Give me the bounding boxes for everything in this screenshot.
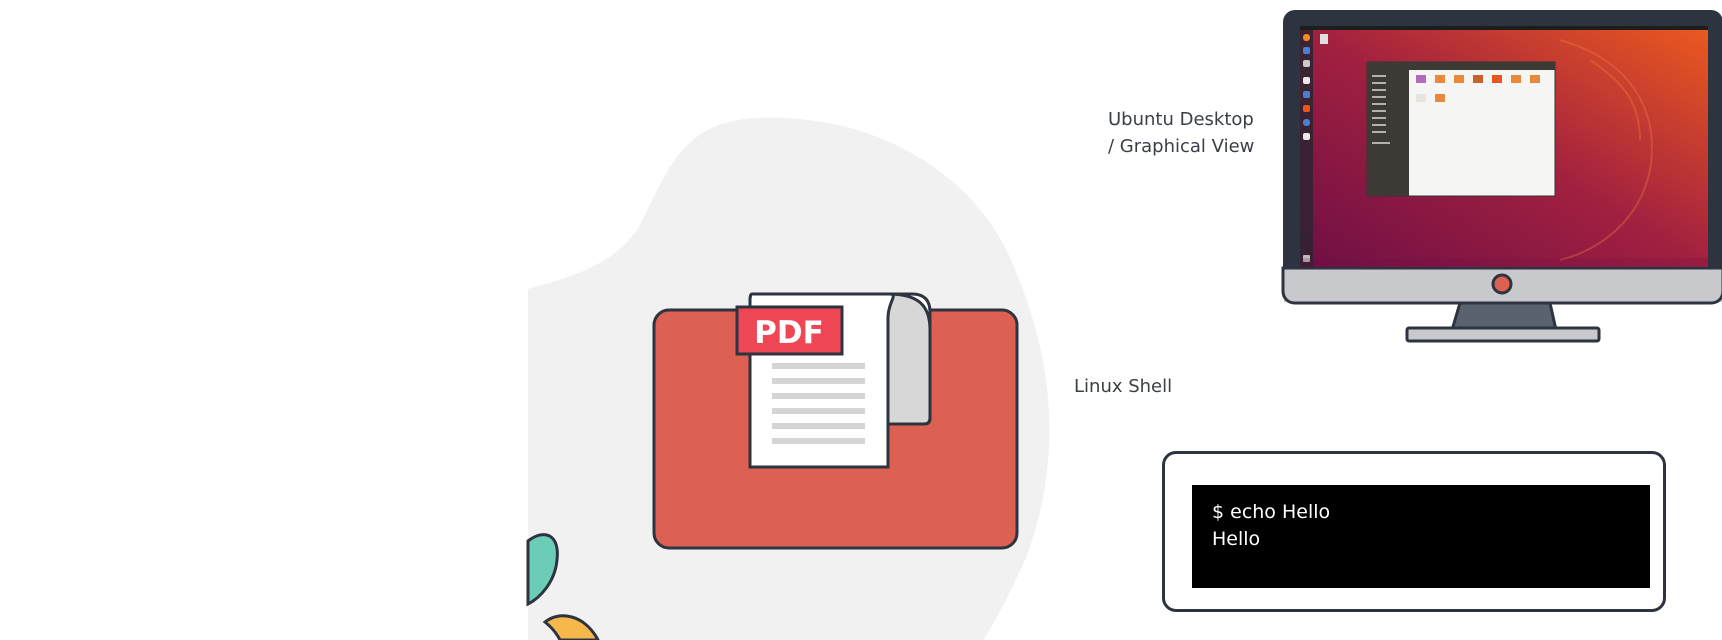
terminal-screen: $ echo Hello Hello — [1192, 485, 1650, 588]
ubuntu-desktop-screenshot — [1300, 26, 1708, 267]
desktop-monitor-icon — [1281, 10, 1722, 343]
terminal-command: $ echo Hello — [1212, 501, 1331, 523]
pdf-badge-text: PDF — [754, 315, 824, 351]
terminal-output: Hello — [1212, 528, 1261, 550]
monitor-power-button — [1491, 273, 1513, 295]
terminal-frame: $ echo Hello Hello — [1162, 451, 1666, 612]
ubuntu-label-line1: Ubuntu Desktop — [1108, 109, 1254, 130]
yellow-leaf-decoration — [542, 614, 600, 640]
pdf-document-icon: PDF — [735, 292, 932, 469]
ubuntu-desktop-label: Ubuntu Desktop / Graphical View — [1108, 106, 1254, 160]
ubuntu-label-line2: / Graphical View — [1108, 136, 1255, 157]
linux-shell-label: Linux Shell — [1074, 376, 1173, 397]
pdf-badge — [735, 305, 844, 356]
teal-leaf-decoration — [526, 533, 559, 607]
pdf-text-lines — [772, 363, 865, 444]
